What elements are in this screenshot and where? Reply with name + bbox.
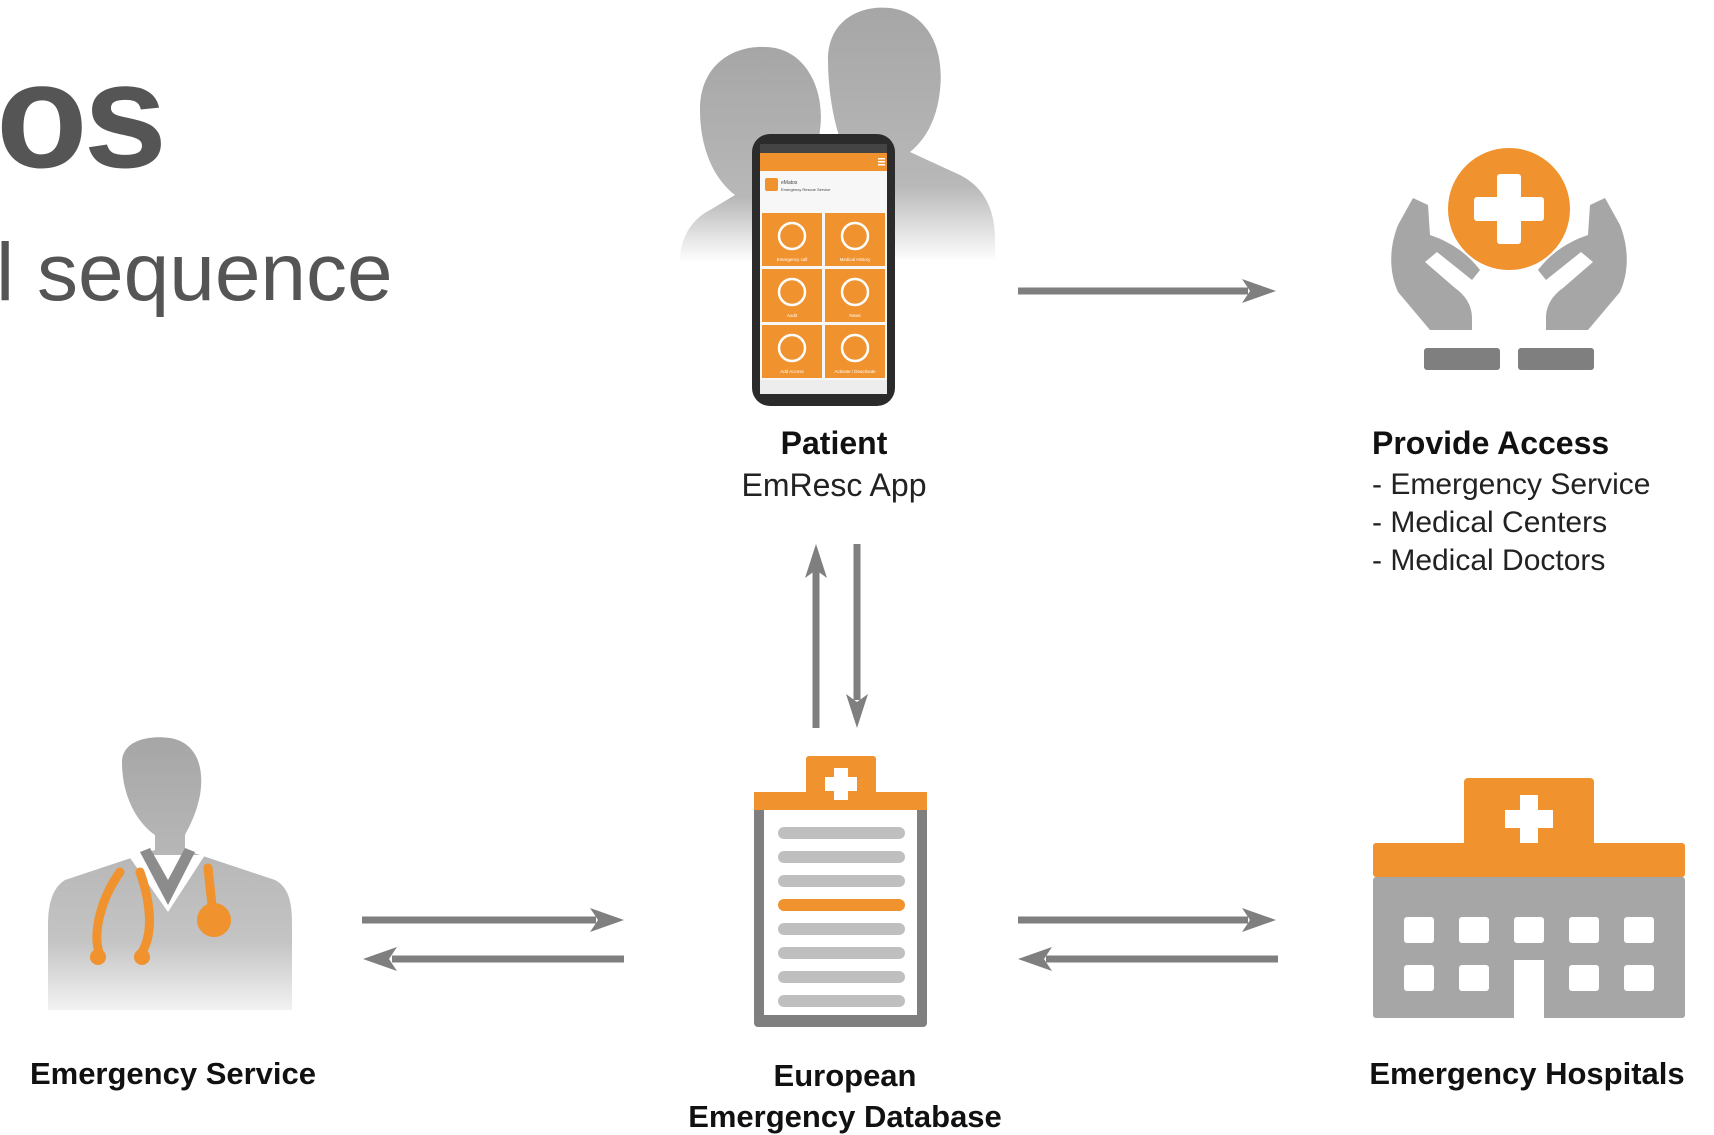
- arrow-database-to-hospitals: [1018, 908, 1276, 932]
- emergency-service-label: Emergency Service: [29, 1056, 317, 1091]
- arrow-database-to-service: [363, 947, 624, 971]
- page-subtitle: l sequence: [0, 227, 393, 318]
- arrow-patient-to-access: [1018, 279, 1276, 303]
- arrow-database-to-patient: [805, 544, 827, 728]
- provide-access-item: - Medical Doctors: [1372, 544, 1606, 577]
- tile-label: News: [849, 313, 861, 318]
- phone-icon: [752, 134, 895, 406]
- tile-label: Activate / Deactivate: [834, 369, 876, 374]
- arrow-service-to-database: [362, 908, 624, 932]
- tile-label: Add Access: [780, 369, 804, 374]
- tile-label: Medical History: [840, 257, 872, 262]
- provide-access-item: - Emergency Service: [1372, 468, 1651, 501]
- patient-subtitle: EmResc App: [741, 467, 927, 503]
- page-title: os: [0, 31, 167, 199]
- provide-access-block: Provide Access - Emergency Service - Med…: [1372, 425, 1650, 580]
- hospital-building-icon: [1373, 778, 1685, 1018]
- provide-access-item: - Medical Centers: [1372, 506, 1608, 539]
- tile-label: Audit: [787, 313, 798, 318]
- arrow-hospitals-to-database: [1018, 947, 1278, 971]
- database-label-line2: Emergency Database: [688, 1099, 1002, 1134]
- tile-label: Emergency call: [777, 257, 808, 262]
- provide-access-title: Provide Access: [1372, 425, 1610, 461]
- database-label-line1: European: [773, 1058, 917, 1093]
- doctor-icon: [48, 737, 292, 1010]
- phone-app-text: eMatos Emergency Rescue Service Emergenc…: [777, 180, 876, 374]
- patient-title: Patient: [780, 425, 888, 461]
- arrow-patient-to-database: [846, 544, 868, 728]
- app-tagline: Emergency Rescue Service: [781, 187, 831, 192]
- emergency-hospitals-label: Emergency Hospitals: [1369, 1056, 1685, 1091]
- app-name: eMatos: [781, 180, 798, 186]
- clipboard-database-icon: [754, 756, 927, 1027]
- hands-cross-icon: [1391, 148, 1627, 370]
- arrows: [362, 279, 1278, 971]
